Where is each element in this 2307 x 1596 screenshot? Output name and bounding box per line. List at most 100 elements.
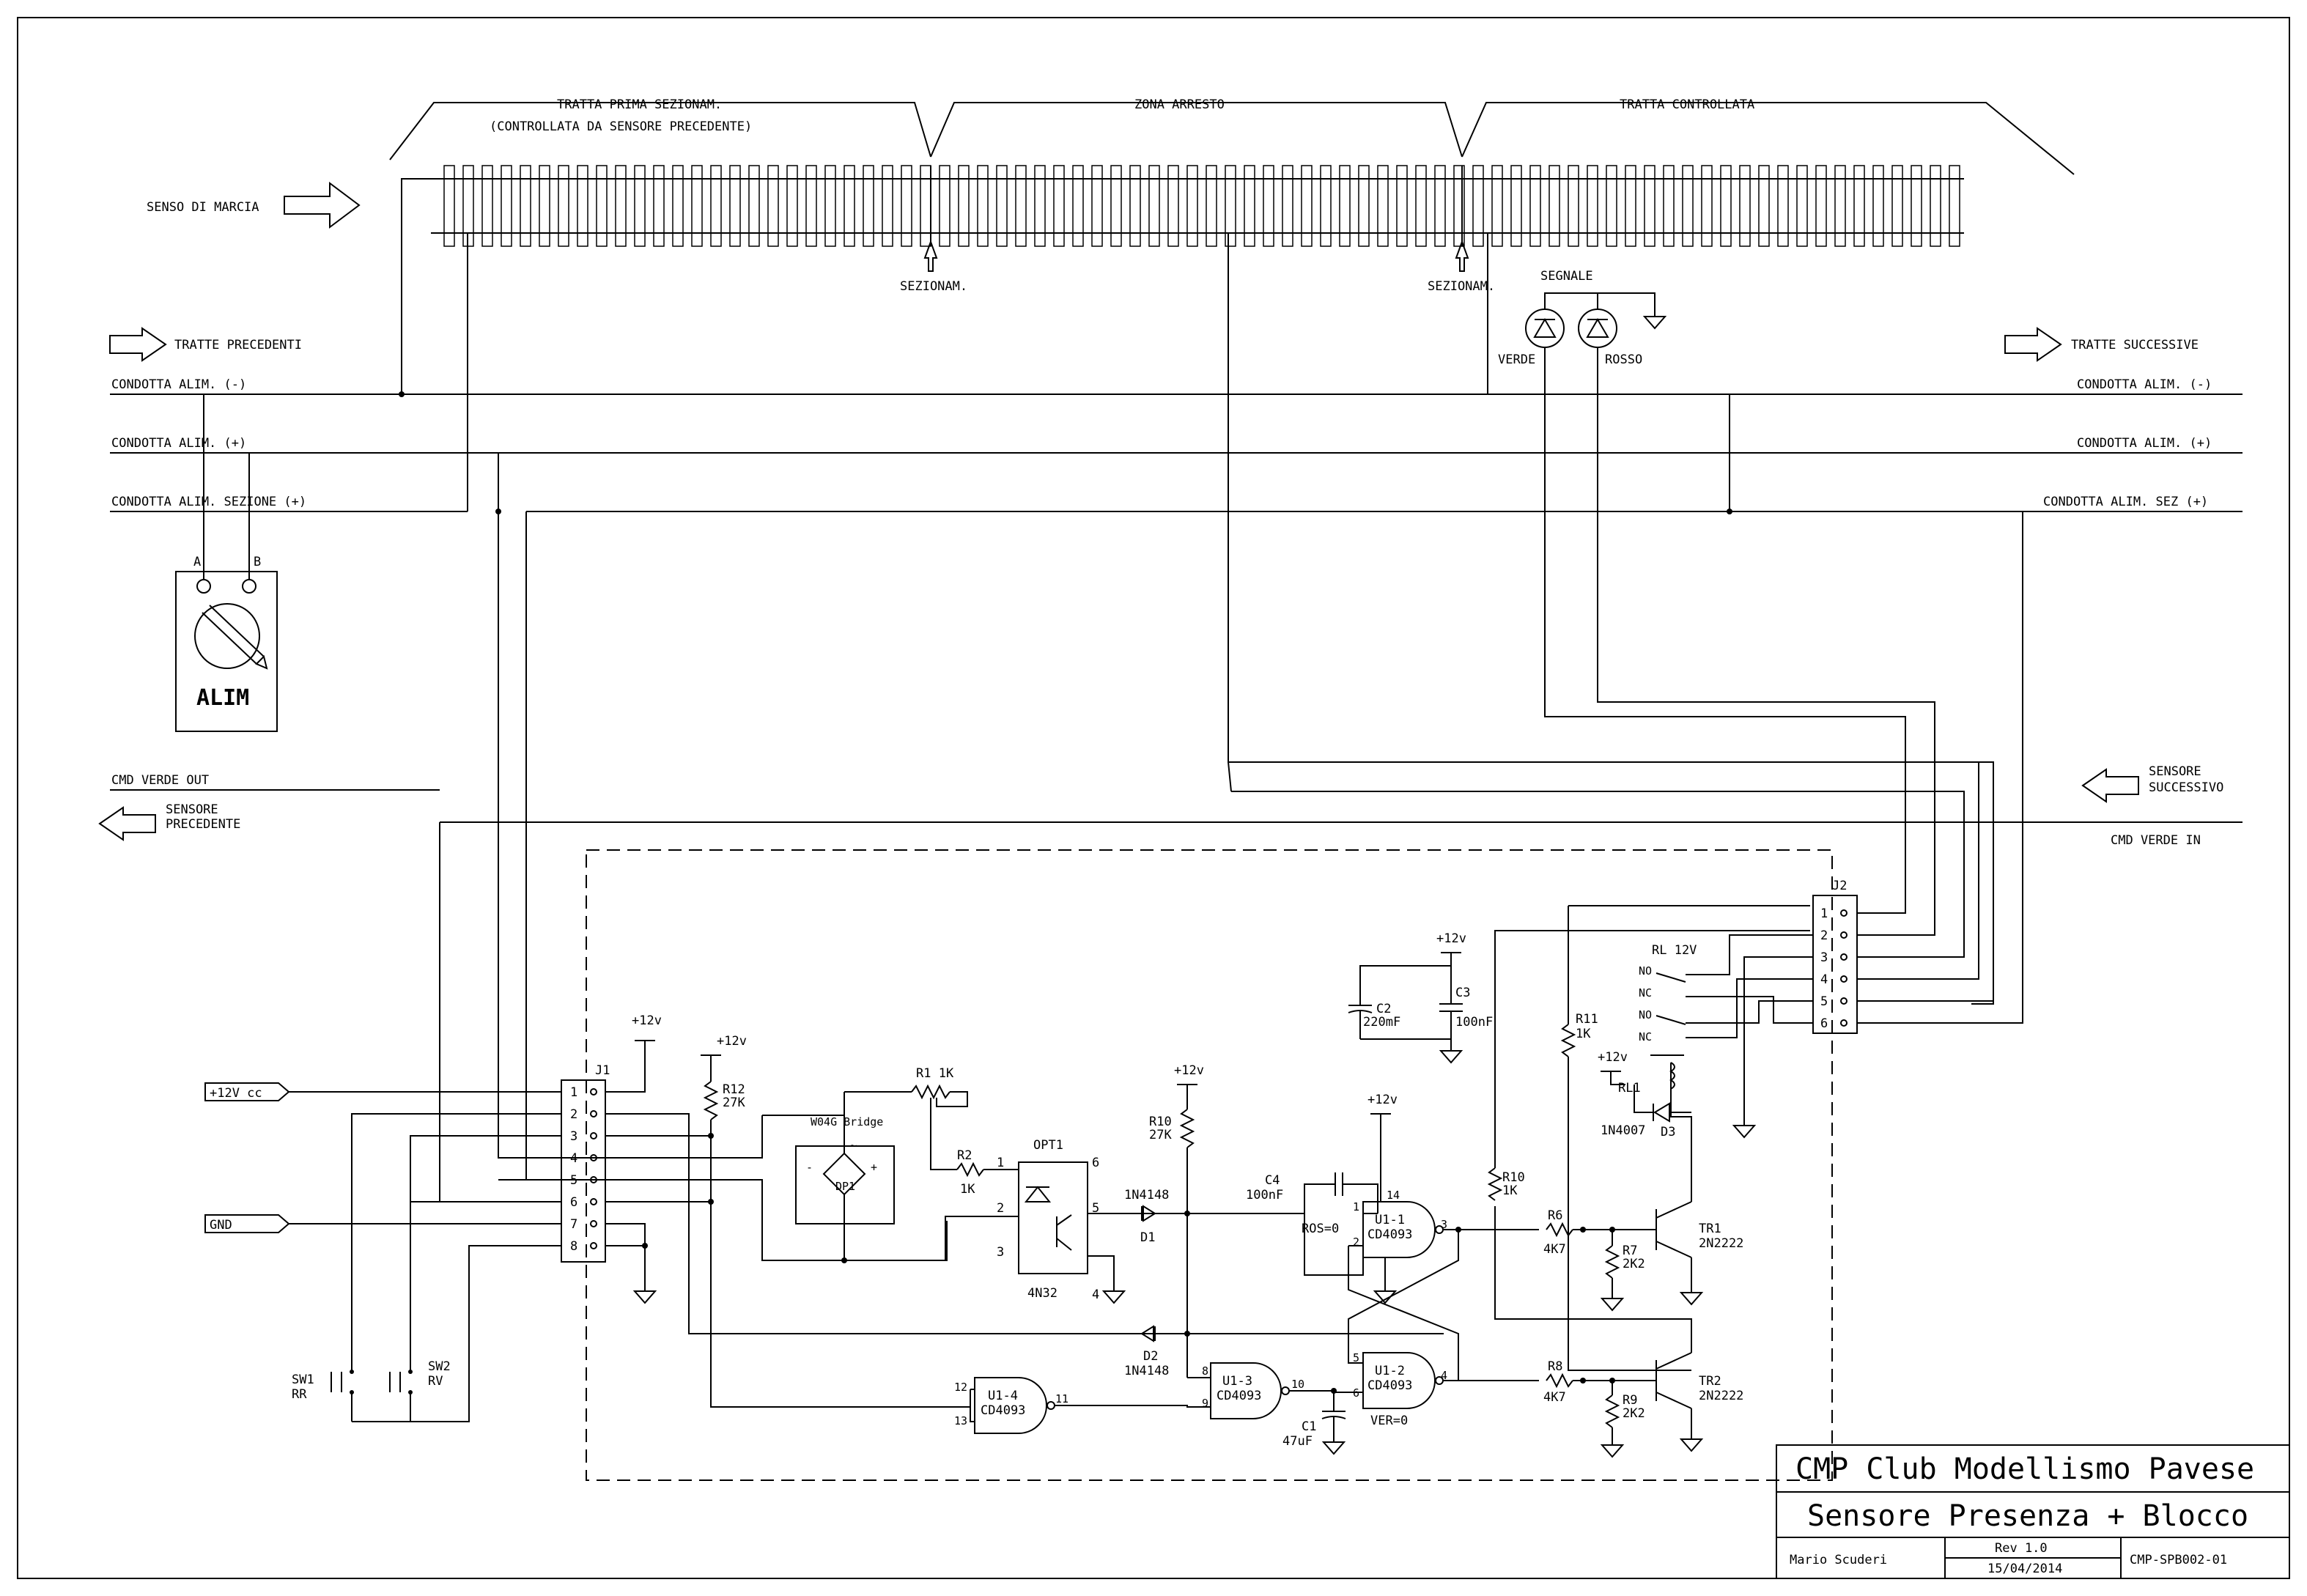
sleeper [1015, 165, 1027, 247]
sleeper [710, 165, 722, 247]
knob-icon [194, 603, 260, 669]
connector-pin [590, 1220, 597, 1227]
svg-text:3: 3 [1441, 1218, 1447, 1231]
svg-text:47uF: 47uF [1282, 1434, 1313, 1449]
svg-text:R12: R12 [723, 1082, 745, 1097]
svg-text:+12v: +12v [1436, 931, 1466, 946]
pin-number: 5 [1820, 994, 1828, 1009]
sleeper [653, 165, 665, 247]
sleeper [672, 165, 684, 247]
gap2-label: SEZIONAM. [1428, 279, 1495, 294]
svg-text:J1: J1 [595, 1063, 610, 1078]
pin-number: 2 [570, 1107, 577, 1122]
svg-text:1K: 1K [960, 1182, 975, 1197]
svg-text:2: 2 [997, 1201, 1004, 1216]
connector-pin [1840, 997, 1848, 1005]
svg-text:R10: R10 [1502, 1170, 1525, 1185]
svg-text:4: 4 [1092, 1287, 1099, 1302]
relay-coil-icon [1650, 1054, 1684, 1090]
sleeper [1739, 165, 1751, 247]
svg-text:-: - [806, 1161, 813, 1174]
sleeper [1320, 165, 1332, 247]
sleeper [1225, 165, 1236, 247]
diode-d3-icon [1653, 1102, 1670, 1123]
svg-text:6: 6 [1092, 1156, 1099, 1170]
pin-number: 8 [570, 1239, 577, 1254]
sleeper [863, 165, 874, 247]
connector-pin [590, 1132, 597, 1139]
svg-text:8: 8 [1202, 1364, 1208, 1378]
sleeper [577, 165, 588, 247]
sleeper [1549, 165, 1560, 247]
svg-text:CONDOTTA ALIM. (-): CONDOTTA ALIM. (-) [111, 377, 246, 392]
svg-text:+12v: +12v [1174, 1063, 1204, 1078]
svg-text:U1-1: U1-1 [1375, 1213, 1405, 1227]
svg-text:NC: NC [1639, 1030, 1652, 1043]
switch-sw1-icon [331, 1363, 354, 1422]
svg-text:12: 12 [954, 1381, 967, 1394]
svg-text:GND: GND [210, 1218, 232, 1233]
sleeper [1034, 165, 1046, 247]
sleeper [1777, 165, 1789, 247]
sleeper [1949, 165, 1960, 247]
sleeper [1129, 165, 1141, 247]
svg-text:1K: 1K [1576, 1027, 1591, 1041]
sleeper [539, 165, 550, 247]
svg-text:4K7: 4K7 [1543, 1390, 1566, 1405]
sleeper [558, 165, 569, 247]
svg-text:100nF: 100nF [1455, 1015, 1493, 1030]
svg-text:+12V cc: +12V cc [210, 1086, 262, 1101]
svg-text:D3: D3 [1661, 1125, 1675, 1139]
optocoupler-opt1: OPT1 4N32 1 2 3 6 5 4 [997, 1138, 1099, 1302]
sleeper [1053, 165, 1065, 247]
svg-text:TRATTE SUCCESSIVE: TRATTE SUCCESSIVE [2071, 338, 2199, 352]
svg-text:+12v: +12v [1598, 1050, 1628, 1065]
svg-text:+12v: +12v [1367, 1093, 1398, 1107]
svg-text:U1-3: U1-3 [1222, 1374, 1252, 1389]
svg-text:U1-2: U1-2 [1375, 1364, 1405, 1378]
svg-text:2K2: 2K2 [1623, 1257, 1645, 1271]
svg-text:1: 1 [997, 1156, 1004, 1170]
svg-text:CD4093: CD4093 [1367, 1227, 1412, 1242]
sleeper [1072, 165, 1084, 247]
svg-text:R6: R6 [1548, 1208, 1562, 1223]
svg-text:TRATTE PRECEDENTI: TRATTE PRECEDENTI [174, 338, 302, 352]
sleeper [901, 165, 912, 247]
svg-text:SENSORE: SENSORE [166, 802, 218, 817]
section1-note: (CONTROLLATA DA SENSORE PRECEDENTE) [490, 119, 752, 134]
gate-u1-3: U1-3 CD4093 8 9 10 [1202, 1362, 1304, 1419]
svg-text:14: 14 [1387, 1189, 1400, 1202]
pin-number: 3 [1820, 950, 1828, 965]
sleeper [1434, 165, 1446, 247]
transistor-tr2-icon [1655, 1352, 1692, 1409]
sleeper [1891, 165, 1903, 247]
sleeper [1930, 165, 1941, 247]
svg-text:RL 12V: RL 12V [1652, 943, 1697, 958]
sleeper [634, 165, 646, 247]
transistor-tr1-icon [1655, 1201, 1692, 1258]
org-name: CMP Club Modellismo Pavese [1795, 1452, 2254, 1486]
svg-text:A: A [193, 555, 201, 569]
svg-text:+: + [871, 1161, 877, 1174]
section2-label: ZONA ARRESTO [1134, 97, 1225, 112]
svg-text:11: 11 [1055, 1392, 1068, 1405]
svg-text:R1 1K: R1 1K [916, 1066, 954, 1081]
svg-text:R11: R11 [1576, 1012, 1598, 1027]
sleeper [1701, 165, 1713, 247]
pin-number: 3 [570, 1129, 577, 1144]
led-green-label: VERDE [1498, 352, 1535, 367]
sleeper [1339, 165, 1351, 247]
author: Mario Scuderi [1790, 1553, 1887, 1567]
connector-pin [1840, 975, 1848, 983]
svg-text:CONDOTTA ALIM. SEZIONE (+): CONDOTTA ALIM. SEZIONE (+) [111, 495, 306, 509]
svg-text:RR: RR [292, 1387, 307, 1402]
sleeper [1453, 165, 1465, 247]
sleeper [996, 165, 1008, 247]
revision: Rev 1.0 [1995, 1541, 2048, 1556]
sleeper [1834, 165, 1846, 247]
sleeper [1644, 165, 1655, 247]
svg-text:NO: NO [1639, 964, 1652, 978]
gap1-label: SEZIONAM. [900, 279, 967, 294]
switch-sw2-icon [389, 1363, 413, 1422]
svg-text:U1-4: U1-4 [988, 1389, 1018, 1403]
